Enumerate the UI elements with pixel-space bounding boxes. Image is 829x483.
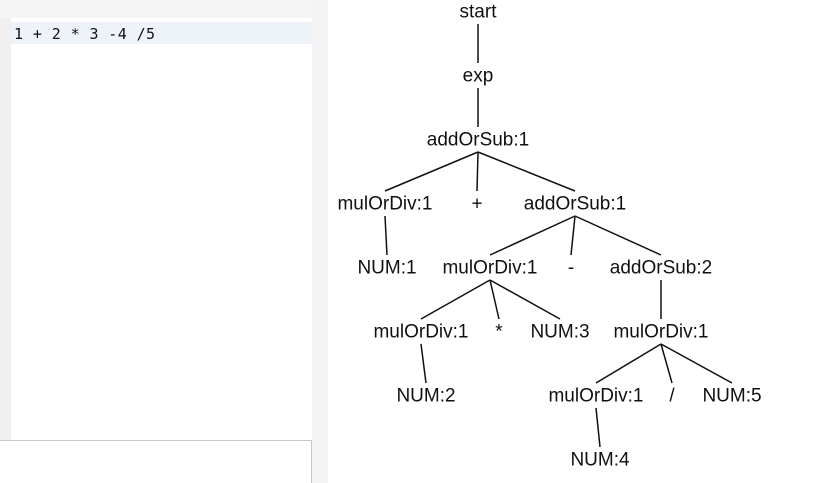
tree-node-star: * bbox=[495, 322, 503, 343]
parse-tree: start exp addOrSub:1 mulOrDiv:1 + addOrSub:1N… bbox=[337, 2, 761, 471]
tree-edge bbox=[570, 215, 576, 256]
tree-node-num2: NUM:2 bbox=[396, 386, 455, 407]
tree-node-mul_d: mulOrDiv:1 bbox=[613, 322, 708, 343]
tree-node-slash: / bbox=[669, 386, 675, 407]
tree-edge bbox=[477, 151, 576, 192]
tree-edge bbox=[476, 151, 479, 192]
code-line[interactable]: 1 + 2 * 3 -4 /5 bbox=[14, 25, 156, 43]
tree-edge bbox=[660, 343, 673, 384]
tree-node-mul_c: mulOrDiv:1 bbox=[373, 322, 468, 343]
tree-edge bbox=[489, 279, 561, 320]
tree-node-minus: - bbox=[568, 258, 574, 279]
tree-node-num3: NUM:3 bbox=[530, 322, 589, 343]
tree-node-num1: NUM:1 bbox=[357, 258, 416, 279]
line-gutter bbox=[0, 18, 11, 440]
tree-node-mul_a: mulOrDiv:1 bbox=[337, 194, 432, 215]
tree-node-mul_e: mulOrDiv:1 bbox=[548, 386, 643, 407]
current-line-highlight bbox=[11, 22, 312, 44]
editor-pane: 1 + 2 * 3 -4 /5 bbox=[0, 0, 313, 483]
tree-edge bbox=[595, 407, 601, 448]
tree-edge bbox=[420, 343, 427, 384]
tree-edge bbox=[384, 151, 479, 192]
tree-node-exp: exp bbox=[463, 66, 494, 87]
tree-edge bbox=[420, 279, 491, 320]
tree-node-add1b: addOrSub:1 bbox=[524, 194, 626, 215]
tree-node-mul_b: mulOrDiv:1 bbox=[442, 258, 537, 279]
tree-edge bbox=[595, 343, 662, 384]
output-panel[interactable] bbox=[0, 440, 312, 483]
tree-edge bbox=[384, 215, 388, 256]
tree-node-add2: addOrSub:2 bbox=[610, 258, 712, 279]
tree-node-num4: NUM:4 bbox=[570, 450, 630, 471]
tree-node-start: start bbox=[460, 2, 498, 23]
tree-node-num5: NUM:5 bbox=[702, 386, 761, 407]
tree-edge bbox=[489, 279, 500, 320]
code-editor[interactable]: 1 + 2 * 3 -4 /5 bbox=[0, 18, 312, 440]
tree-edge bbox=[489, 215, 576, 256]
tree-edge bbox=[574, 215, 662, 256]
tree-node-add1: addOrSub:1 bbox=[427, 130, 529, 151]
tree-node-plus: + bbox=[471, 194, 482, 215]
tree-edge bbox=[660, 343, 733, 384]
